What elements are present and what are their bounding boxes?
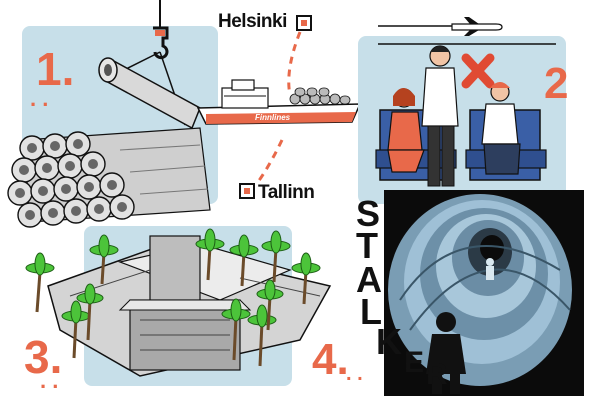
city-helsinki: Helsinki	[218, 11, 287, 32]
title-letter-t: T	[356, 225, 378, 266]
title-letter-e: E	[404, 346, 425, 379]
title-letter-r: R	[426, 358, 448, 391]
title-letter-k: K	[376, 321, 402, 362]
ferry-brand-label: Finnlines	[255, 113, 291, 122]
title-letter-s: S	[356, 193, 381, 234]
panel-1-number: 1.	[36, 43, 75, 95]
panel-3-dots: . .	[40, 368, 59, 393]
palm-trees	[25, 228, 321, 367]
ferry-ship	[196, 79, 362, 125]
city-tallinn: Tallinn	[258, 182, 315, 203]
stalker-figure	[426, 312, 466, 394]
airplane-icon	[451, 17, 503, 36]
no-smoking-x-icon	[461, 53, 495, 89]
distant-figure	[486, 258, 494, 280]
crane-hook-icon	[153, 26, 169, 60]
title-letter-a: A	[356, 259, 382, 300]
panel-1-dots: . .	[30, 86, 49, 111]
panel-4-number: 4.	[312, 335, 349, 384]
panel-3-number: 3.	[24, 331, 63, 383]
hanging-pipe	[98, 57, 201, 130]
panel-4-dots: . .	[346, 363, 363, 385]
panel-2-number: 2	[544, 59, 569, 108]
title-letter-l: L	[360, 291, 382, 332]
